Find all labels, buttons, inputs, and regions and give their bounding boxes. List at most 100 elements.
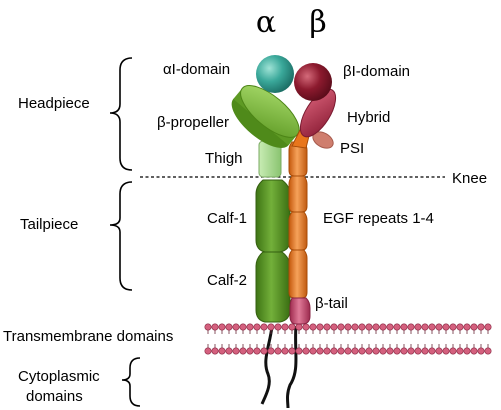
beta-i-domain — [294, 63, 332, 101]
lipid-head — [477, 347, 485, 355]
beta-cytoplasmic-tail — [286, 325, 298, 409]
lipid-head — [400, 323, 408, 331]
lipid-head — [337, 347, 345, 355]
lipid-head — [463, 347, 471, 355]
beta-tail-label: β-tail — [315, 295, 348, 312]
lipid-head — [358, 347, 366, 355]
cytoplasmic-label-line2: domains — [26, 388, 83, 405]
cytoplasmic-brace — [121, 357, 141, 407]
lipid-head — [442, 323, 450, 331]
lipid-head — [372, 347, 380, 355]
calf-1-label: Calf-1 — [207, 210, 247, 227]
egf-repeat-segment — [288, 249, 308, 299]
lipid-head — [449, 323, 457, 331]
lipid-head — [232, 347, 240, 355]
lipid-head — [393, 347, 401, 355]
lipid-head — [316, 323, 324, 331]
lipid-head — [204, 323, 212, 331]
lipid-head — [330, 347, 338, 355]
transmembrane-label: Transmembrane domains — [3, 328, 173, 345]
alpha-cytoplasmic-tail — [260, 325, 274, 405]
lipid-head — [414, 323, 422, 331]
cytoplasmic-label-line1: Cytoplasmic — [18, 368, 100, 385]
lipid-head — [428, 347, 436, 355]
lipid-head — [456, 323, 464, 331]
lipid-head — [435, 323, 443, 331]
lipid-head — [246, 347, 254, 355]
lipid-head — [337, 323, 345, 331]
lipid-head — [260, 347, 268, 355]
lipid-head — [316, 347, 324, 355]
lipid-head — [218, 323, 226, 331]
lipid-head — [281, 347, 289, 355]
lipid-head — [442, 347, 450, 355]
knee-label: Knee — [452, 170, 487, 187]
headpiece-label: Headpiece — [18, 95, 90, 112]
beta-subunit — [288, 63, 337, 325]
lipid-head — [351, 347, 359, 355]
lipid-head — [470, 347, 478, 355]
lipid-head — [239, 347, 247, 355]
egf-repeat-segment — [288, 175, 308, 213]
tailpiece-label: Tailpiece — [20, 216, 78, 233]
lipid-head — [239, 323, 247, 331]
lipid-bilayer — [204, 323, 492, 355]
lipid-head — [211, 347, 219, 355]
lipid-head — [211, 323, 219, 331]
lipid-head — [484, 323, 492, 331]
tailpiece-brace — [109, 181, 133, 291]
lipid-head — [379, 347, 387, 355]
lipid-head — [393, 323, 401, 331]
lipid-head — [407, 347, 415, 355]
beta-propeller-label: β-propeller — [157, 114, 229, 131]
psi-label: PSI — [340, 140, 364, 157]
beta-propeller-domain — [231, 85, 300, 148]
lipid-head — [309, 323, 317, 331]
hybrid-label: Hybrid — [347, 109, 390, 126]
lipid-head — [260, 323, 268, 331]
lipid-head — [295, 323, 303, 331]
lipid-head — [484, 347, 492, 355]
thigh-label: Thigh — [205, 150, 243, 167]
lipid-head — [267, 323, 275, 331]
lipid-head — [295, 347, 303, 355]
calf-2-label: Calf-2 — [207, 272, 247, 289]
lipid-head — [323, 347, 331, 355]
egf-repeat-segment — [288, 211, 308, 251]
egf-repeats-label: EGF repeats 1-4 — [323, 210, 434, 227]
lipid-head — [246, 323, 254, 331]
lipid-head — [253, 347, 261, 355]
lipid-head — [421, 323, 429, 331]
lipid-head — [281, 323, 289, 331]
lipid-head — [428, 323, 436, 331]
lipid-head — [351, 323, 359, 331]
alpha-subunit-label: α — [256, 5, 276, 40]
lipid-head — [267, 347, 275, 355]
lipid-head — [288, 347, 296, 355]
lipid-head — [274, 347, 282, 355]
beta-subunit-label: β — [309, 5, 326, 40]
lipid-head — [302, 323, 310, 331]
lipid-head — [365, 347, 373, 355]
lipid-head — [414, 347, 422, 355]
lipid-head — [372, 323, 380, 331]
lipid-head — [449, 347, 457, 355]
lipid-head — [253, 323, 261, 331]
headpiece-brace — [109, 57, 133, 171]
alpha-subunit — [231, 55, 300, 323]
lipid-head — [456, 347, 464, 355]
lipid-head — [302, 347, 310, 355]
lipid-head — [435, 347, 443, 355]
lipid-head — [232, 323, 240, 331]
lipid-head — [358, 323, 366, 331]
alpha-i-domain-label: αI-domain — [163, 61, 230, 78]
calf-1-domain — [255, 179, 291, 253]
lipid-head — [365, 323, 373, 331]
lipid-head — [470, 323, 478, 331]
lipid-head — [344, 323, 352, 331]
egf-repeats — [288, 127, 311, 299]
beta-tail-domain — [289, 297, 311, 325]
lipid-head — [344, 347, 352, 355]
lipid-head — [218, 347, 226, 355]
